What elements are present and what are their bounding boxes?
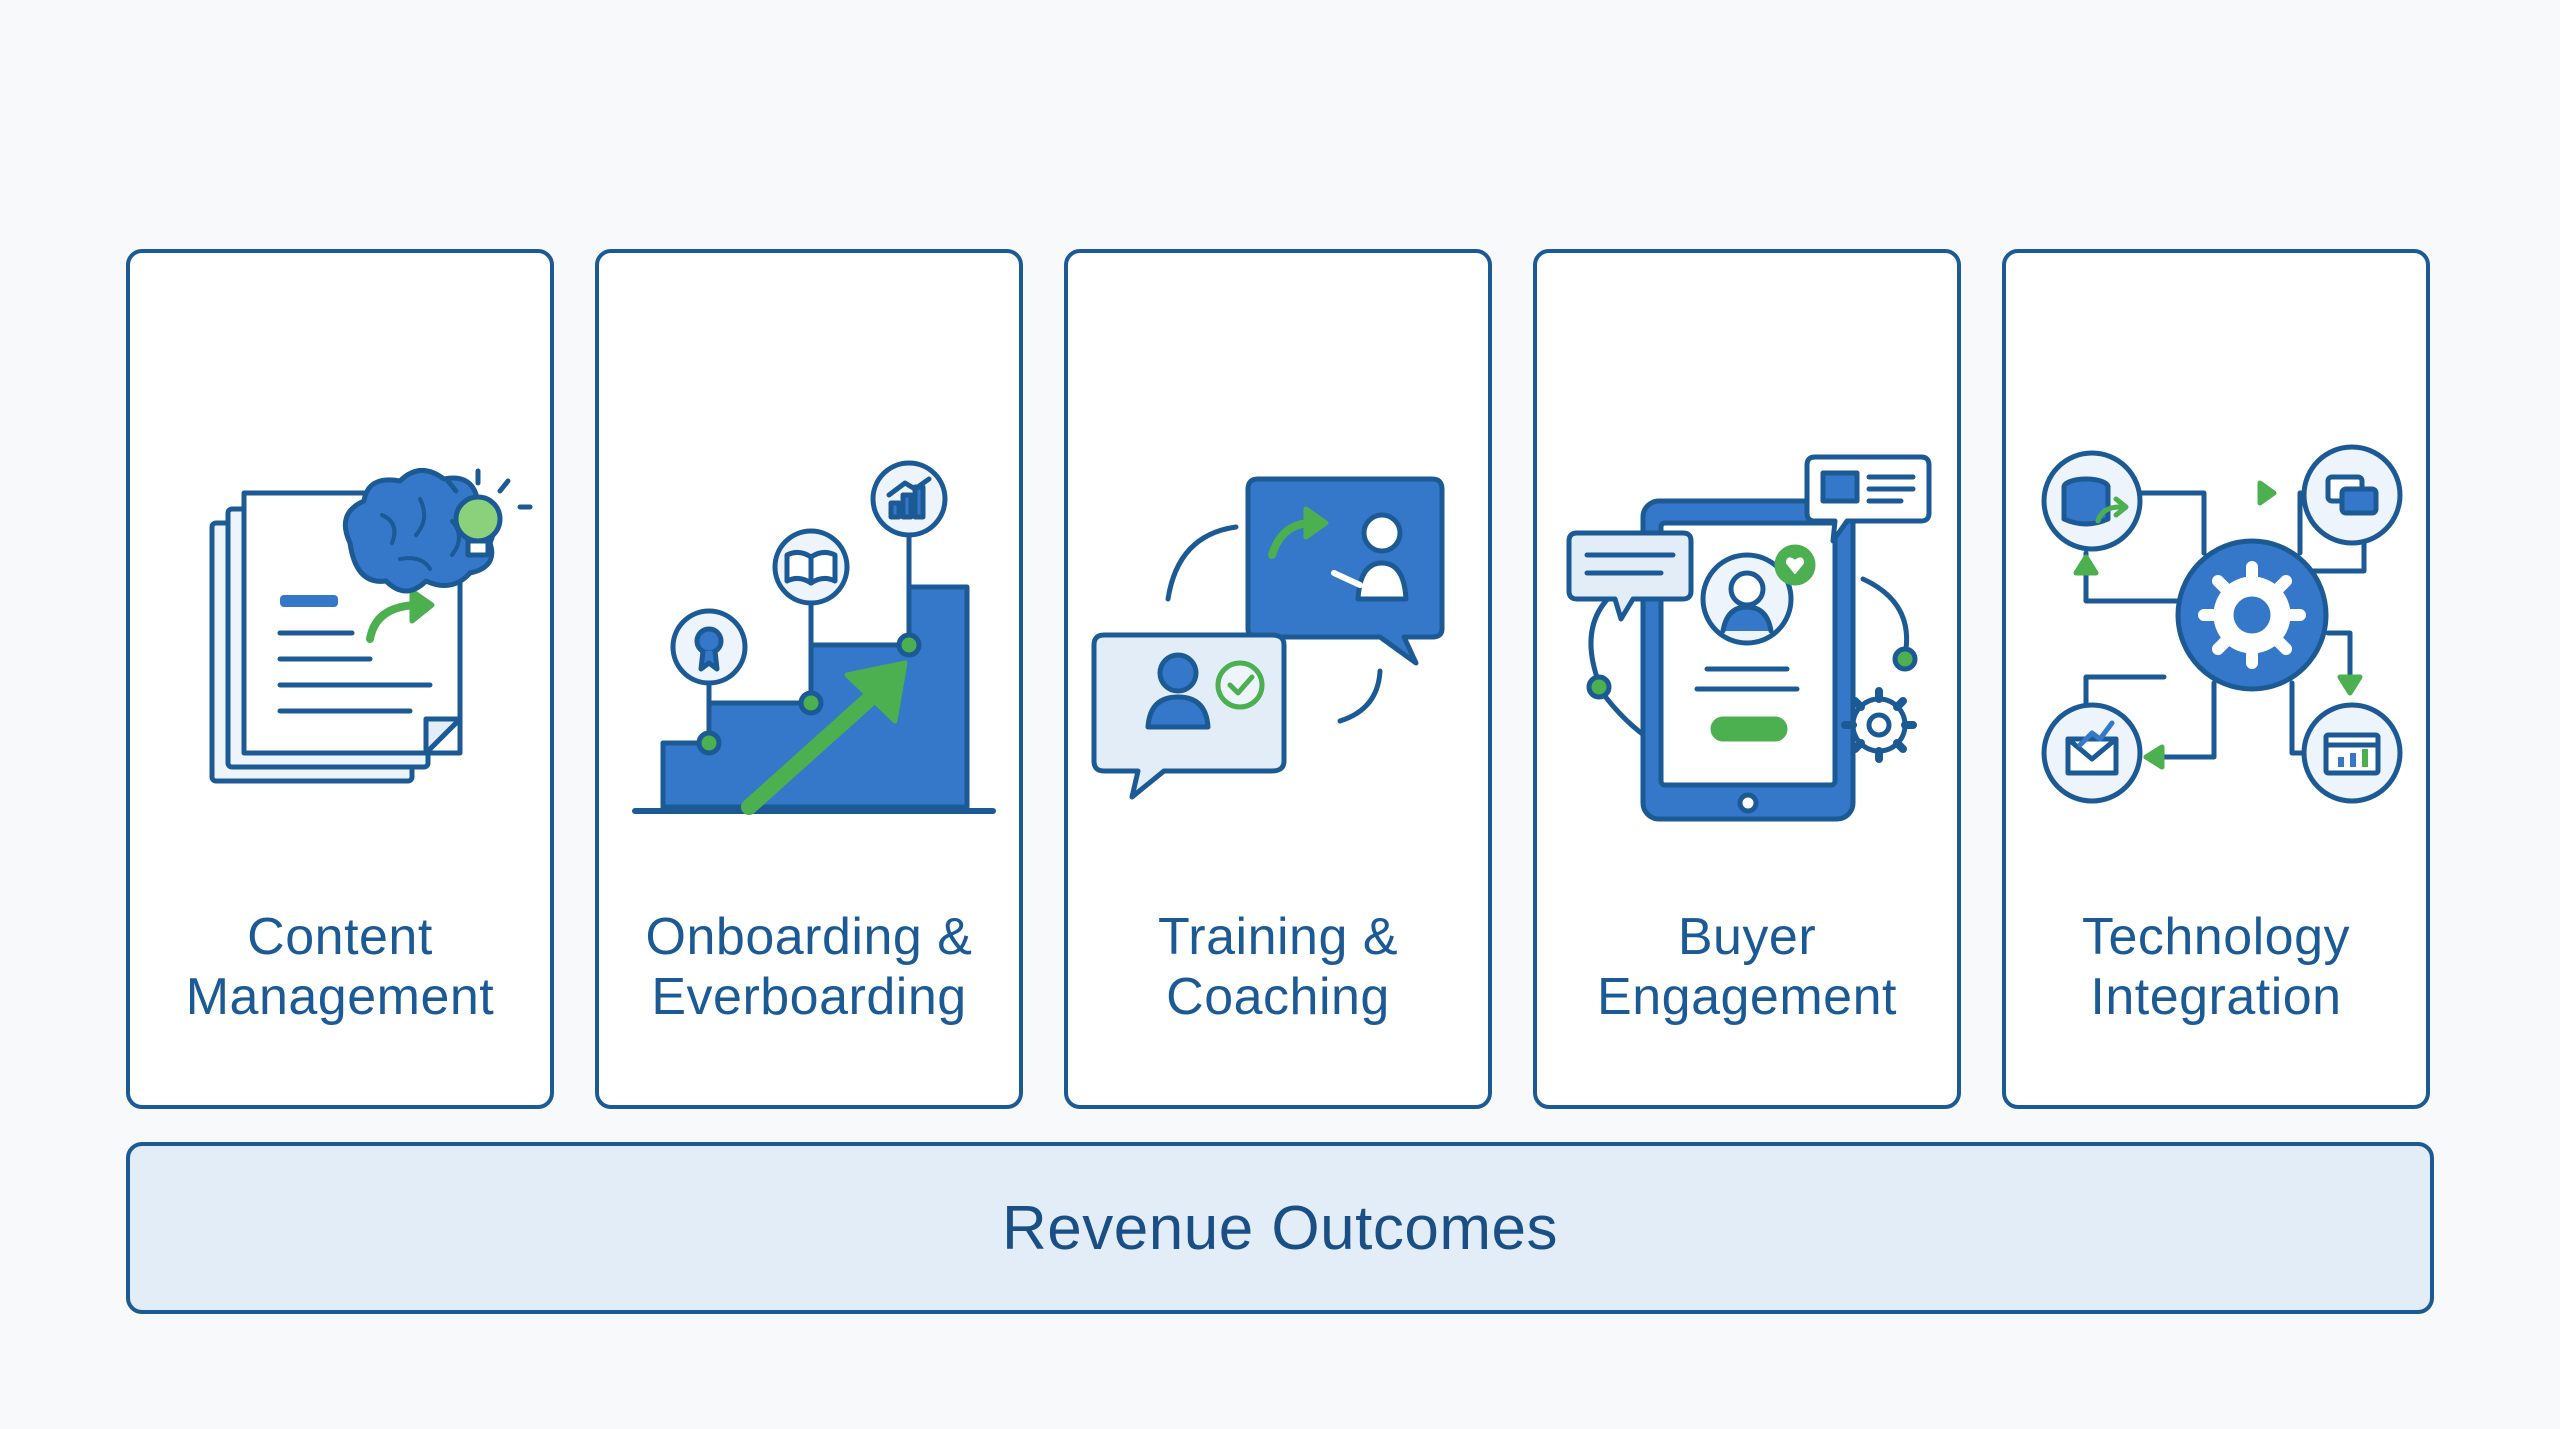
pillar-label-line2: Integration (2090, 968, 2342, 1026)
pillar-label: Onboarding & Everboarding (599, 907, 1019, 1027)
pillar-label: Buyer Engagement (1537, 907, 1957, 1027)
growth-staircase-icon (632, 460, 996, 815)
pillar-label-line2: Coaching (1166, 968, 1390, 1026)
tablet-engagement-icon (1566, 454, 1932, 822)
pillar-card-onboarding-everboarding: Onboarding & Everboarding (595, 249, 1023, 1109)
pillar-card-buyer-engagement: Buyer Engagement (1533, 249, 1961, 1109)
pillar-label-line1: Buyer (1677, 908, 1817, 966)
pillar-card-training-coaching: Training & Coaching (1064, 249, 1492, 1109)
pillar-label-line2: Everboarding (651, 968, 967, 1026)
pillar-card-content-management: Content Management (126, 249, 554, 1109)
pillar-label-line1: Technology (2081, 908, 2351, 966)
pillar-label: Content Management (130, 907, 550, 1027)
pillar-label: Technology Integration (2006, 907, 2426, 1027)
revenue-outcomes-banner: Revenue Outcomes (126, 1142, 2434, 1314)
pillar-label-line1: Training & (1157, 908, 1399, 966)
banner-title: Revenue Outcomes (1002, 1193, 1558, 1263)
pillar-card-technology-integration: Technology Integration (2002, 249, 2430, 1109)
coaching-chat-icon (1091, 476, 1445, 800)
pillar-label-line1: Content (247, 908, 433, 966)
integration-gear-network-icon (2041, 444, 2403, 804)
pillar-label-line1: Onboarding & (645, 908, 973, 966)
document-brain-lightbulb-icon (209, 468, 533, 784)
pillar-label: Training & Coaching (1068, 907, 1488, 1027)
pillar-label-line2: Engagement (1597, 968, 1897, 1026)
pillar-label-line2: Management (185, 968, 495, 1026)
